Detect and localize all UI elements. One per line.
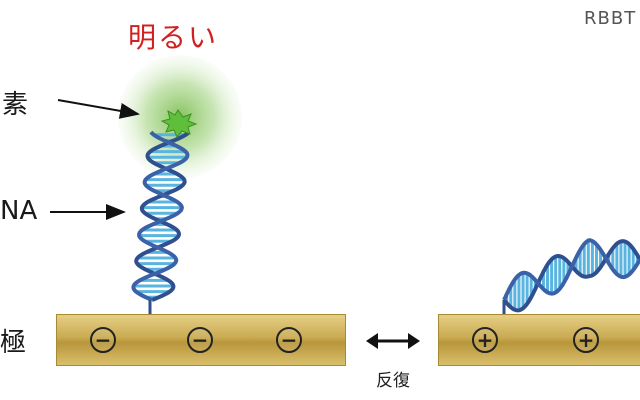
dye-arrow xyxy=(57,99,140,119)
negative-sign-icon: − xyxy=(276,327,302,353)
negative-sign-icon: − xyxy=(187,327,213,353)
positive-sign-icon: + xyxy=(573,327,599,353)
dna-label: NA xyxy=(0,196,38,226)
negative-sign-icon: − xyxy=(90,327,116,353)
dye-star-icon xyxy=(160,109,198,138)
dna-helix-lying xyxy=(502,238,640,316)
repeat-double-arrow xyxy=(366,333,420,349)
bright-label: 明るい xyxy=(128,21,219,54)
repeat-label: 反復 xyxy=(376,371,410,391)
dna-helix-vertical xyxy=(131,130,191,302)
electrode-label: 極 xyxy=(0,328,27,358)
watermark: RBBT xyxy=(584,8,637,29)
electrode-positive xyxy=(438,314,640,366)
positive-sign-icon: + xyxy=(472,327,498,353)
dye-label: 素 xyxy=(2,90,29,120)
